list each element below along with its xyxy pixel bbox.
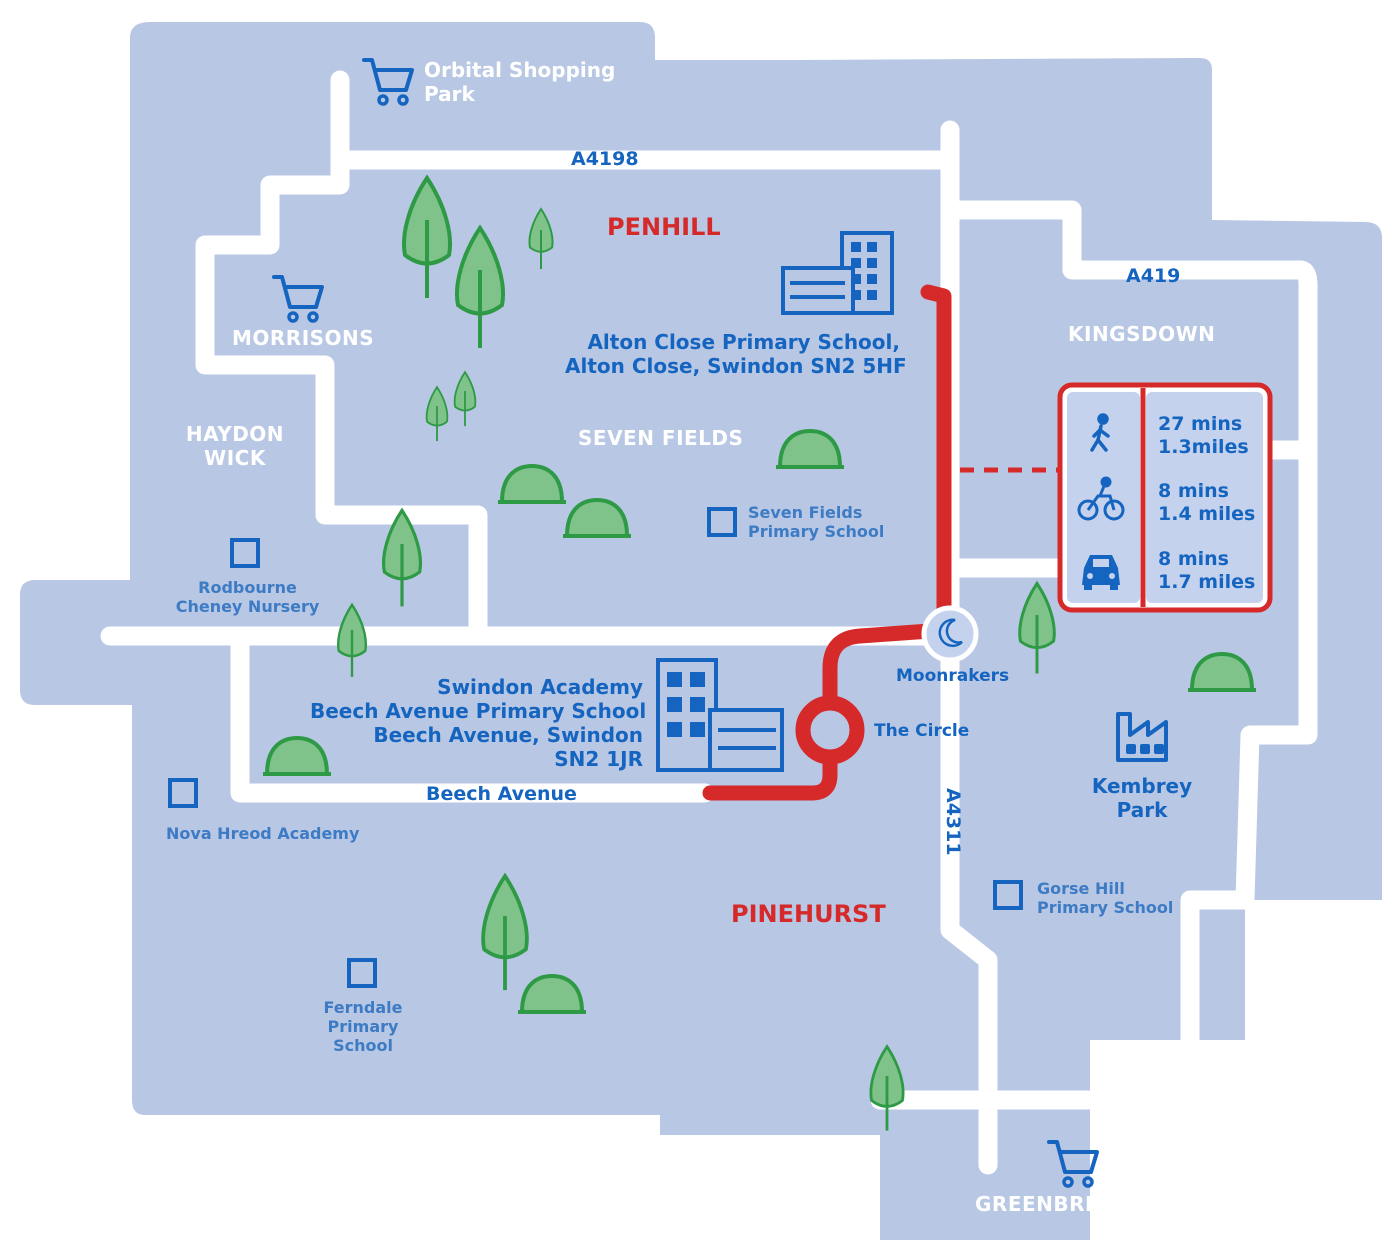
school-label-line: Gorse Hill [1037, 879, 1125, 898]
area-label-line: Park [424, 82, 475, 106]
school-label-line: Swindon Academy [437, 675, 643, 699]
road-label-beech-avenue: Beech Avenue [426, 783, 577, 805]
school-gorse-hill-primary: Gorse Hill Primary School [1037, 879, 1173, 917]
area-haydon-wick: HAYDON WICK [185, 422, 285, 470]
area-orbital-shopping-park: Orbital Shopping Park [424, 58, 615, 106]
area-kembrey-park: Kembrey Park [1090, 774, 1194, 822]
school-label-line: Ferndale [323, 998, 403, 1017]
school-label-line: Primary [327, 1017, 399, 1037]
school-label-line: Primary School [748, 522, 885, 542]
school-ferndale-primary: Ferndale Primary School [312, 998, 414, 1056]
school-label-line: Primary School [1037, 898, 1174, 918]
area-greenbridge: GREENBRIDGE [975, 1192, 1142, 1216]
school-nova-hreod-academy: Nova Hreod Academy [166, 824, 360, 843]
travel-walking: 27 mins 1.3miles [1158, 413, 1249, 459]
school-label-line: Alton Close, Swindon SN2 5HF [565, 354, 907, 378]
travel-distance: 1.3miles [1158, 435, 1249, 458]
area-label-line: Orbital Shopping [424, 58, 616, 82]
travel-time: 27 mins [1158, 413, 1243, 435]
area-penhill: PENHILL [607, 213, 721, 241]
route-line [702, 284, 952, 801]
car-icon [1082, 555, 1120, 590]
school-building-icon [656, 658, 784, 772]
school-label-line: Beech Avenue Primary School [310, 699, 647, 723]
travel-time: 8 mins [1158, 548, 1229, 570]
area-pinehurst: PINEHURST [731, 900, 886, 928]
school-rodbourne-cheney-nursery: Rodbourne Cheney Nursery [170, 578, 325, 616]
road-network [100, 70, 1318, 1175]
travel-distance: 1.7 miles [1158, 570, 1256, 593]
area-label-line: HAYDON [185, 422, 285, 446]
moonrakers-icon [921, 605, 979, 663]
school-swindon-academy: Swindon Academy Beech Avenue Primary Sch… [310, 675, 647, 771]
road-label-a4311: A4311 [942, 788, 964, 856]
road-label-moonrakers: Moonrakers [896, 666, 1010, 686]
travel-driving: 8 mins 1.7 miles [1158, 548, 1255, 594]
travel-info-box [1057, 382, 1273, 613]
school-label-line: Seven Fields [748, 503, 863, 522]
travel-distance: 1.4 miles [1158, 502, 1256, 525]
school-label-line: Rodbourne [198, 578, 297, 597]
area-label-line: Kembrey [1091, 774, 1193, 798]
road-label-a419: A419 [1126, 265, 1181, 287]
walking-icon [1090, 413, 1110, 452]
travel-time: 8 mins [1158, 480, 1229, 502]
cycling-icon [1077, 476, 1125, 521]
area-label-line: Park [1116, 798, 1168, 822]
area-label-line: WICK [204, 446, 266, 470]
travel-cycling: 8 mins 1.4 miles [1158, 480, 1255, 526]
school-alton-close: Alton Close Primary School, Alton Close,… [565, 330, 907, 378]
area-morrisons: MORRISONS [232, 326, 375, 350]
school-label-line: School [333, 1036, 393, 1056]
school-building-icon [781, 231, 894, 315]
school-label-line: Cheney Nursery [175, 597, 320, 617]
area-kingsdown: KINGSDOWN [1068, 322, 1216, 346]
road-label-a4198: A4198 [571, 148, 639, 170]
area-seven-fields: SEVEN FIELDS [578, 426, 744, 450]
school-label-line: Alton Close Primary School, [587, 330, 900, 354]
school-label-line: Beech Avenue, Swindon [373, 723, 643, 747]
school-seven-fields-primary: Seven Fields Primary School [748, 503, 884, 541]
school-label-line: SN2 1JR [554, 747, 643, 771]
road-label-the-circle: The Circle [874, 721, 970, 741]
factory-icon [1116, 712, 1168, 762]
